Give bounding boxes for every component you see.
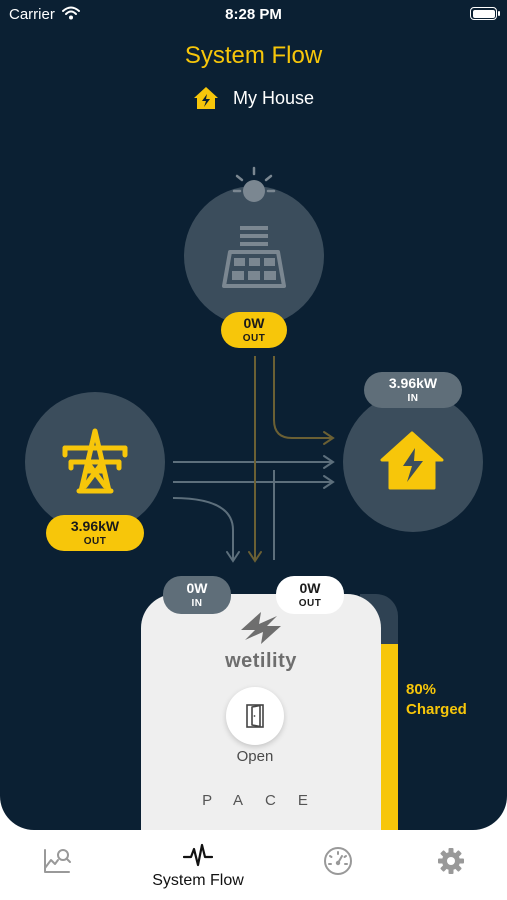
solar-value: 0W bbox=[243, 315, 265, 331]
system-flow-screen: Carrier 8:28 PM System Flow My House bbox=[0, 0, 507, 830]
tab-system-flow[interactable]: System Flow bbox=[143, 830, 253, 900]
pulse-icon bbox=[183, 843, 213, 867]
tab-settings[interactable] bbox=[396, 830, 506, 900]
clock: 8:28 PM bbox=[225, 6, 282, 23]
wifi-icon bbox=[62, 6, 80, 20]
bolt-logo-icon bbox=[241, 612, 281, 644]
battery-in-value: 0W bbox=[186, 580, 208, 596]
tab-gauge[interactable] bbox=[283, 830, 393, 900]
grid-output-badge: 3.96kW OUT bbox=[46, 515, 144, 551]
chart-search-icon bbox=[44, 849, 71, 873]
house-bolt-icon bbox=[193, 87, 218, 109]
grid-direction: OUT bbox=[83, 535, 107, 547]
carrier-label: Carrier bbox=[9, 6, 55, 23]
home-value: 3.96kW bbox=[388, 375, 438, 391]
solar-direction: OUT bbox=[242, 332, 266, 344]
grid-node[interactable] bbox=[25, 392, 165, 532]
solar-node[interactable] bbox=[184, 166, 324, 326]
open-label: Open bbox=[236, 748, 274, 765]
battery-status-icon bbox=[470, 7, 500, 20]
gauge-icon bbox=[324, 847, 352, 875]
charge-percent: 80% bbox=[406, 681, 437, 698]
site-name: My House bbox=[232, 87, 315, 108]
battery-card[interactable]: wetility Open PACE bbox=[141, 594, 381, 830]
battery-output-badge: 0W OUT bbox=[276, 576, 344, 614]
tab-system-flow-label: System Flow bbox=[152, 872, 244, 889]
brand-name: wetility bbox=[225, 650, 297, 672]
home-node[interactable] bbox=[343, 392, 483, 532]
door-icon bbox=[246, 704, 264, 728]
status-bar: Carrier 8:28 PM bbox=[0, 0, 507, 30]
house-bolt-icon bbox=[380, 431, 444, 490]
wetility-logo bbox=[141, 608, 381, 653]
grid-value: 3.96kW bbox=[70, 518, 120, 534]
charge-status: 80% Charged bbox=[406, 680, 467, 721]
power-tower-icon bbox=[62, 428, 128, 494]
site-selector[interactable]: My House bbox=[0, 86, 507, 110]
battery-model: PACE bbox=[202, 792, 330, 809]
tab-analytics[interactable] bbox=[2, 830, 112, 900]
energy-flow-lines bbox=[172, 356, 335, 563]
page-title: System Flow bbox=[184, 42, 323, 69]
battery-out-value: 0W bbox=[299, 580, 321, 596]
home-input-badge: 3.96kW IN bbox=[364, 372, 462, 408]
home-direction: IN bbox=[407, 392, 419, 404]
charge-label: Charged bbox=[406, 701, 467, 719]
solar-panel-icon bbox=[222, 226, 286, 288]
gear-icon bbox=[438, 848, 464, 874]
solar-output-badge: 0W OUT bbox=[221, 312, 287, 348]
battery-in-label: IN bbox=[191, 597, 203, 609]
sun-icon bbox=[232, 166, 276, 202]
tab-bar: System Flow bbox=[0, 830, 507, 900]
open-door-button[interactable] bbox=[226, 687, 284, 745]
battery-out-label: OUT bbox=[298, 597, 322, 609]
battery-input-badge: 0W IN bbox=[163, 576, 231, 614]
